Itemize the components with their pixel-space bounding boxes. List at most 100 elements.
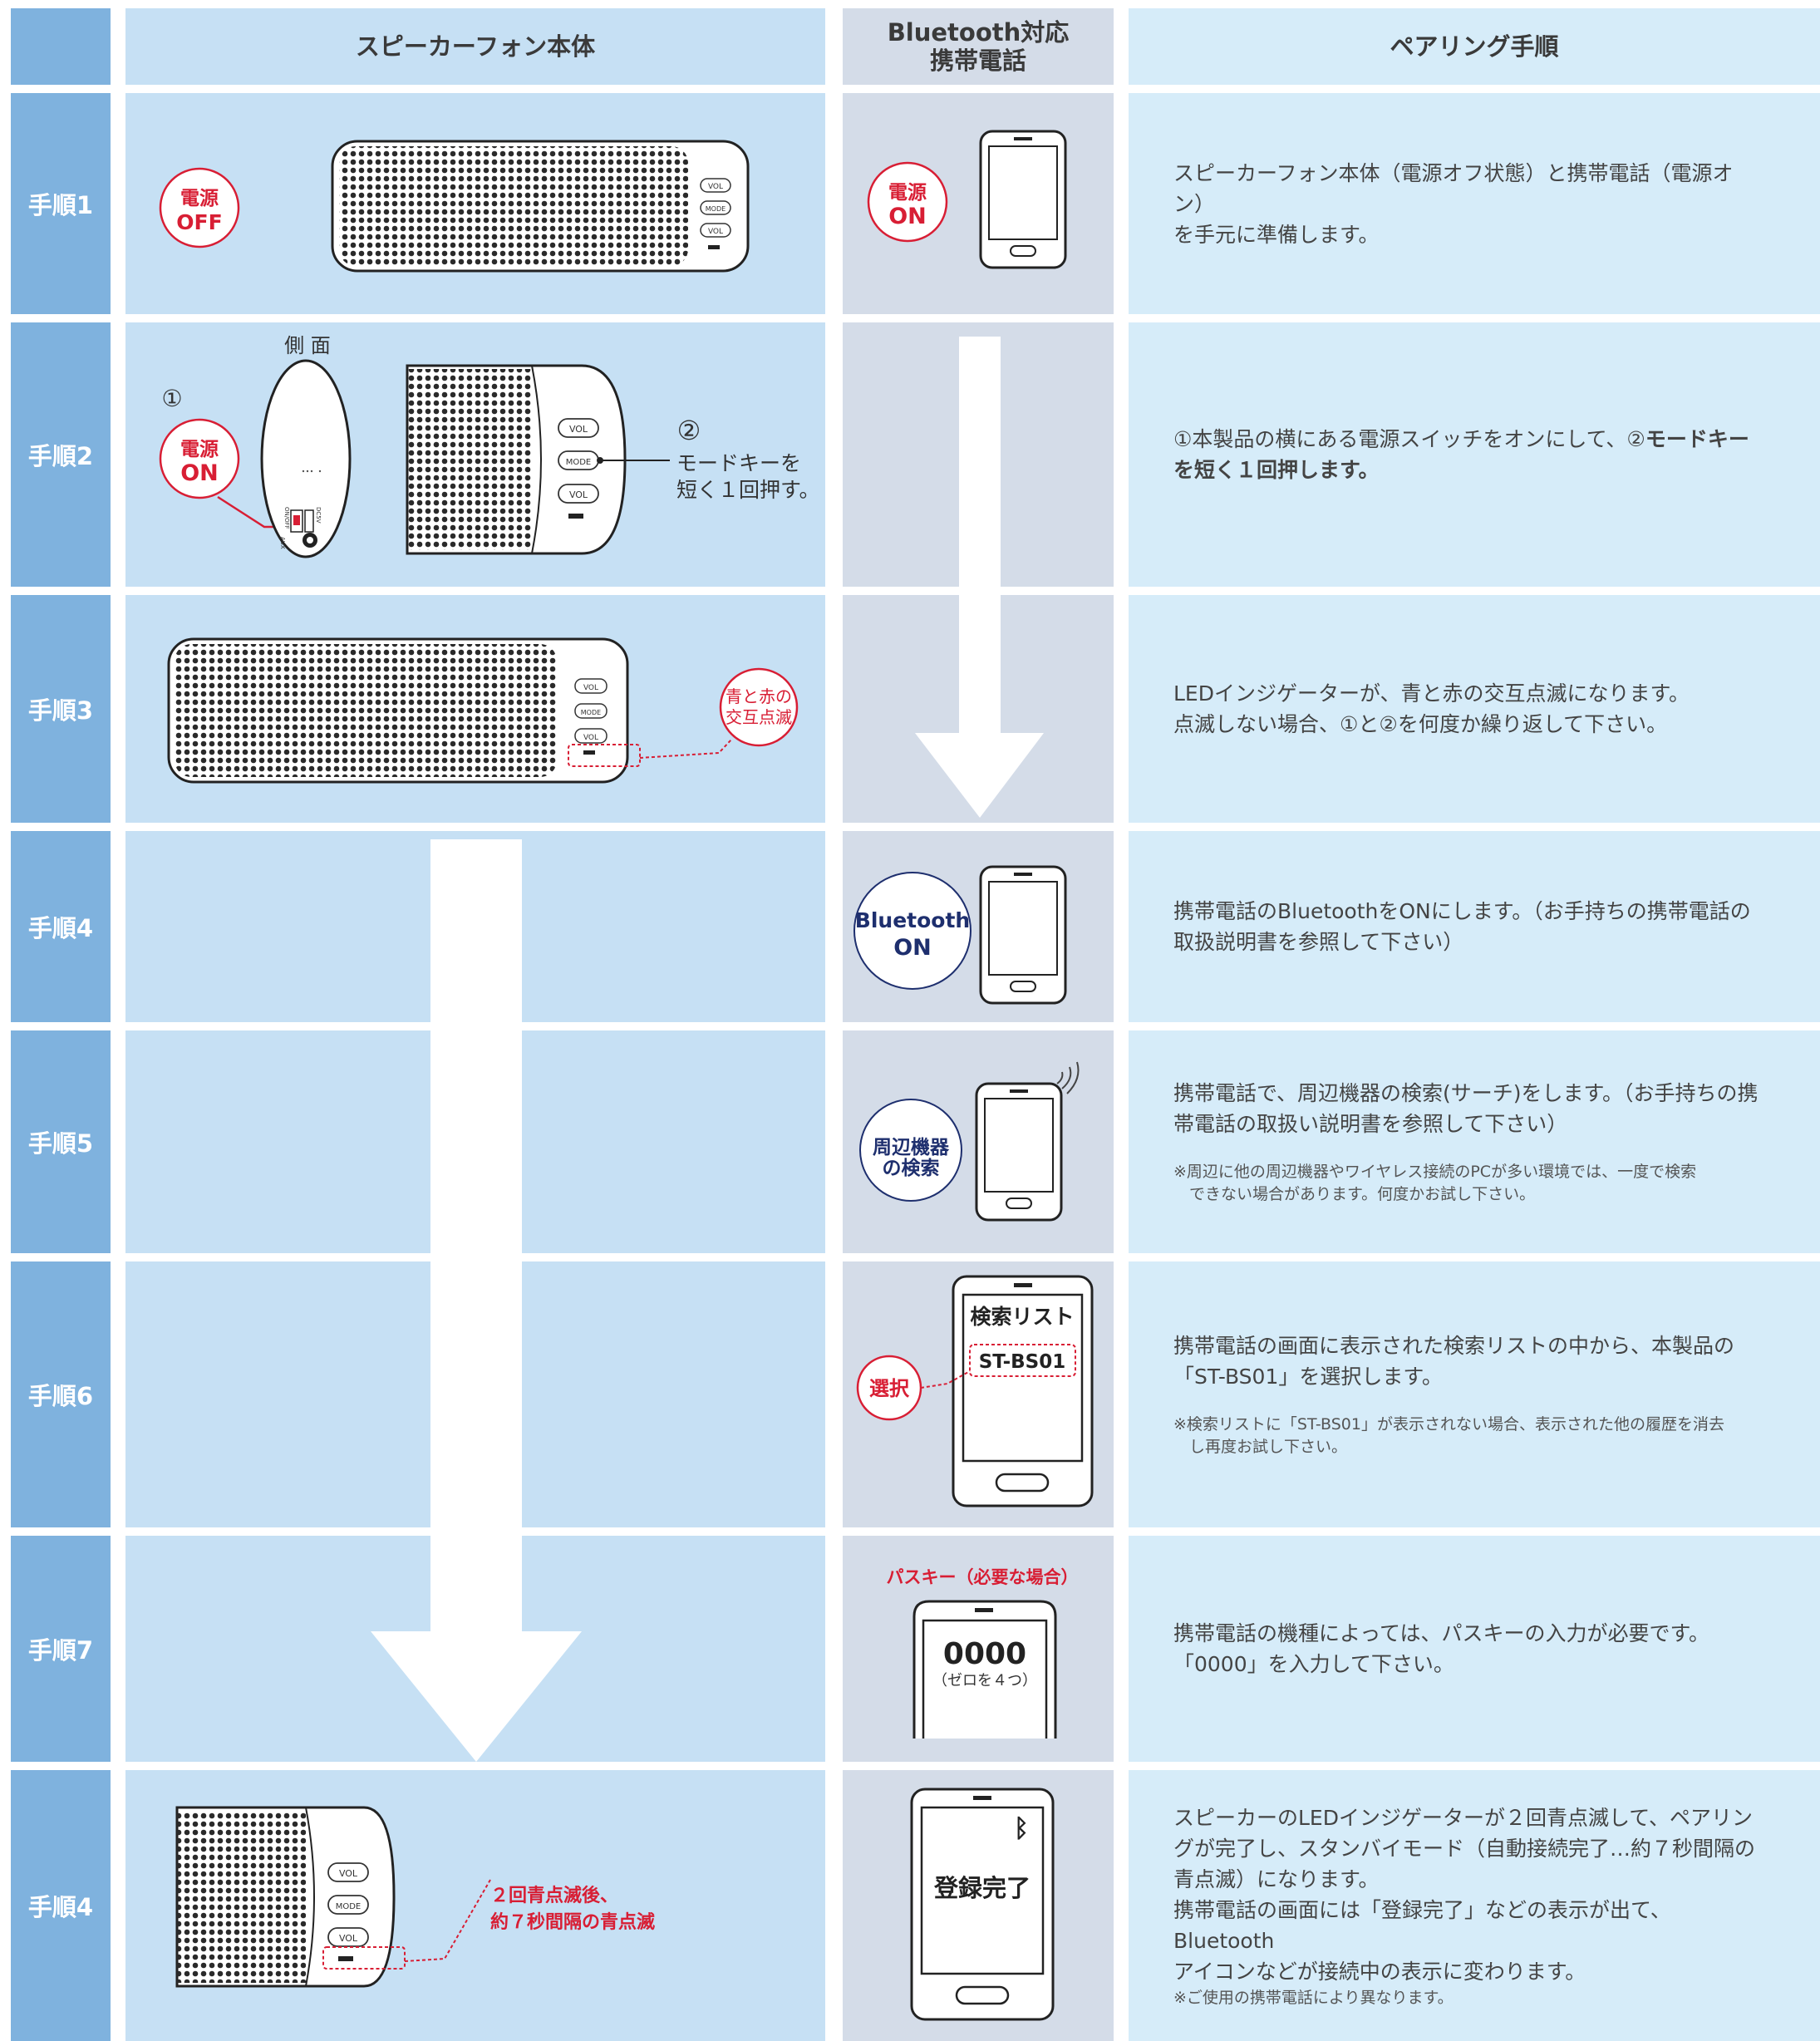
svg-text:選択: 選択 [869, 1377, 910, 1400]
svg-text:青と赤の: 青と赤の [726, 686, 792, 706]
step-5-description: 携帯電話で、周辺機器の検索(サーチ)をします。（お手持ちの携 帯電話の取扱い説明… [1173, 1081, 1759, 1136]
step-label-1: 手順1 [11, 93, 111, 314]
side-view-label: 側 面 [284, 334, 331, 357]
svg-text:MODE: MODE [706, 205, 726, 213]
svg-text:ON/OFF: ON/OFF [283, 507, 290, 529]
step-label-4: 手順4 [11, 831, 111, 1022]
svg-text:VOL: VOL [339, 1933, 358, 1944]
desc-cell-1: スピーカーフォン本体（電源オフ状態）と携帯電話（電源オン） を手元に準備します。 [1129, 93, 1820, 314]
speaker-front-2: VOL MODE VOL [406, 364, 627, 555]
svg-text:AUX: AUX [279, 537, 286, 549]
step-8-description: スピーカーのLEDインジゲーターが２回青点滅して、ペアリン グが完了し、スタンバ… [1173, 1805, 1756, 1984]
led-pointer-8 [404, 1879, 491, 1962]
svg-text:ON: ON [893, 935, 932, 961]
step-8-note: ※ご使用の携帯電話により異なります。 [1173, 1988, 1454, 2007]
svg-text:DC5V: DC5V [315, 507, 322, 524]
search-list-item[interactable]: ST-BS01 [979, 1351, 1066, 1373]
svg-text:MODE: MODE [336, 1902, 362, 1911]
step-2-desc-bold-2: を短く１回押します。 [1173, 458, 1380, 482]
blink-badge: 青と赤の 交互点滅 [719, 667, 799, 747]
phone-icon-5 [975, 1082, 1063, 1222]
power-off-badge: 電源 OFF [159, 167, 240, 248]
step-label-3: 手順3 [11, 595, 111, 823]
step-7-description: 携帯電話の機種によっては、パスキーの入力が必要です。 「0000」を入力して下さ… [1173, 1621, 1710, 1676]
done-blink-label-2: 約７秒間隔の青点滅 [490, 1911, 655, 1933]
header-pairing: ペアリング手順 [1129, 8, 1820, 85]
header-phone-line1: Bluetooth対応 [887, 18, 1070, 47]
speaker-front-8: VOL MODE VOL [175, 1806, 396, 1988]
phone-icon-1 [979, 130, 1067, 269]
step-4-description: 携帯電話のBluetoothをONにします。（お手持ちの携帯電話の 取扱説明書を… [1173, 899, 1751, 954]
svg-text:電源: 電源 [888, 182, 927, 204]
speaker-side-view: AUX ON/OFF DC5V [260, 359, 352, 558]
step-2-desc-text: ①本製品の横にある電源スイッチをオンにして、② [1173, 427, 1645, 451]
speaker-front-3: VOL MODE VOL [167, 637, 629, 784]
svg-text:VOL: VOL [569, 489, 588, 500]
mode-key-label-2: 短く１回押す。 [676, 478, 820, 502]
desc-cell-7: 携帯電話の機種によっては、パスキーの入力が必要です。 「0000」を入力して下さ… [1129, 1536, 1820, 1762]
svg-text:ON: ON [888, 204, 927, 229]
phone-icon-4 [979, 865, 1067, 1005]
step-6-note: ※検索リストに「ST-BS01」が表示されない場合、表示された他の履歴を消去 し… [1173, 1415, 1724, 1456]
svg-text:VOL: VOL [708, 183, 723, 191]
led-highlight-8 [322, 1946, 406, 1970]
step-3-description: LEDインジゲーターが、青と赤の交互点滅になります。 点滅しない場合、①と②を何… [1173, 681, 1690, 736]
step-2-description: ①本製品の横にある電源スイッチをオンにして、②モードキーを短く１回押します。 [1173, 424, 1772, 485]
phone-column-arrow [915, 337, 1044, 818]
phone-passkey: 0000 （ゼロを４つ） [912, 1600, 1057, 1739]
device-column-arrow [371, 839, 582, 1762]
step-label-8: 手順4 [11, 1770, 111, 2041]
desc-cell-2: ①本製品の横にある電源スイッチをオンにして、②モードキーを短く１回押します。 [1129, 322, 1820, 587]
step-2-desc-bold-1: モードキー [1645, 427, 1749, 451]
done-blink-label-1: ２回青点滅後、 [490, 1885, 618, 1906]
svg-text:ON: ON [180, 460, 219, 486]
power-on-badge-phone: 電源 ON [867, 161, 948, 243]
svg-text:VOL: VOL [583, 684, 598, 692]
step-label-6: 手順6 [11, 1261, 111, 1527]
step-label-5: 手順5 [11, 1030, 111, 1253]
search-devices-badge: 周辺機器 の検索 [859, 1099, 962, 1202]
search-list-item-highlight [969, 1344, 1076, 1377]
speaker-front-1: VOL MODE VOL [331, 140, 750, 273]
bluetooth-icon: ᛒ [1014, 1814, 1029, 1843]
bluetooth-on-badge: Bluetooth ON [853, 872, 971, 990]
step-1-description: スピーカーフォン本体（電源オフ状態）と携帯電話（電源オン） を手元に準備します。 [1173, 160, 1734, 247]
desc-cell-4: 携帯電話のBluetoothをONにします。（お手持ちの携帯電話の 取扱説明書を… [1129, 831, 1820, 1022]
led-highlight-3 [568, 744, 641, 767]
svg-text:交互点滅: 交互点滅 [726, 707, 792, 727]
passkey-code: 0000 [943, 1637, 1026, 1671]
step-label-2: 手順2 [11, 322, 111, 587]
phone-search-list: 検索リスト ST-BS01 [952, 1275, 1094, 1507]
signal-waves-icon [1056, 1061, 1080, 1094]
step-label-7: 手順7 [11, 1536, 111, 1762]
header-phone: Bluetooth対応 携帯電話 [843, 8, 1114, 85]
svg-text:電源: 電源 [180, 439, 219, 460]
svg-text:電源: 電源 [180, 188, 219, 209]
desc-cell-6: 携帯電話の画面に表示された検索リストの中から、本製品の 「ST-BS01」を選択… [1129, 1261, 1820, 1527]
select-pointer [920, 1370, 971, 1389]
callout-2: ② [677, 415, 701, 446]
svg-text:VOL: VOL [569, 424, 588, 435]
header-corner [11, 8, 111, 85]
header-phone-line2: 携帯電話 [929, 47, 1026, 75]
phone-registered: ᛒ 登録完了 [910, 1788, 1055, 2021]
svg-text:MODE: MODE [581, 709, 601, 716]
step-5-note: ※周辺に他の周辺機器やワイヤレス接続のPCが多い環境では、一度で検索 できない場… [1173, 1163, 1697, 1203]
desc-cell-5: 携帯電話で、周辺機器の検索(サーチ)をします。（お手持ちの携 帯電話の取扱い説明… [1129, 1030, 1820, 1253]
svg-text:Bluetooth: Bluetooth [855, 908, 970, 932]
desc-cell-3: LEDインジゲーターが、青と赤の交互点滅になります。 点滅しない場合、①と②を何… [1129, 595, 1820, 823]
registered-text: 登録完了 [933, 1874, 1031, 1902]
header-device: スピーカーフォン本体 [125, 8, 825, 85]
speaker-buttons-1: VOL MODE VOL [700, 178, 731, 249]
led-pointer-3 [639, 739, 732, 759]
svg-text:MODE: MODE [566, 458, 592, 467]
svg-text:VOL: VOL [583, 734, 598, 742]
power-on-badge-device: 電源 ON [159, 418, 240, 499]
callout-1: ① [161, 385, 182, 412]
select-badge: 選択 [856, 1355, 922, 1421]
passkey-hint: （ゼロを４つ） [932, 1672, 1037, 1689]
mode-key-label-1: モードキーを [676, 451, 801, 475]
passkey-title: パスキー（必要な場合） [887, 1567, 1079, 1587]
